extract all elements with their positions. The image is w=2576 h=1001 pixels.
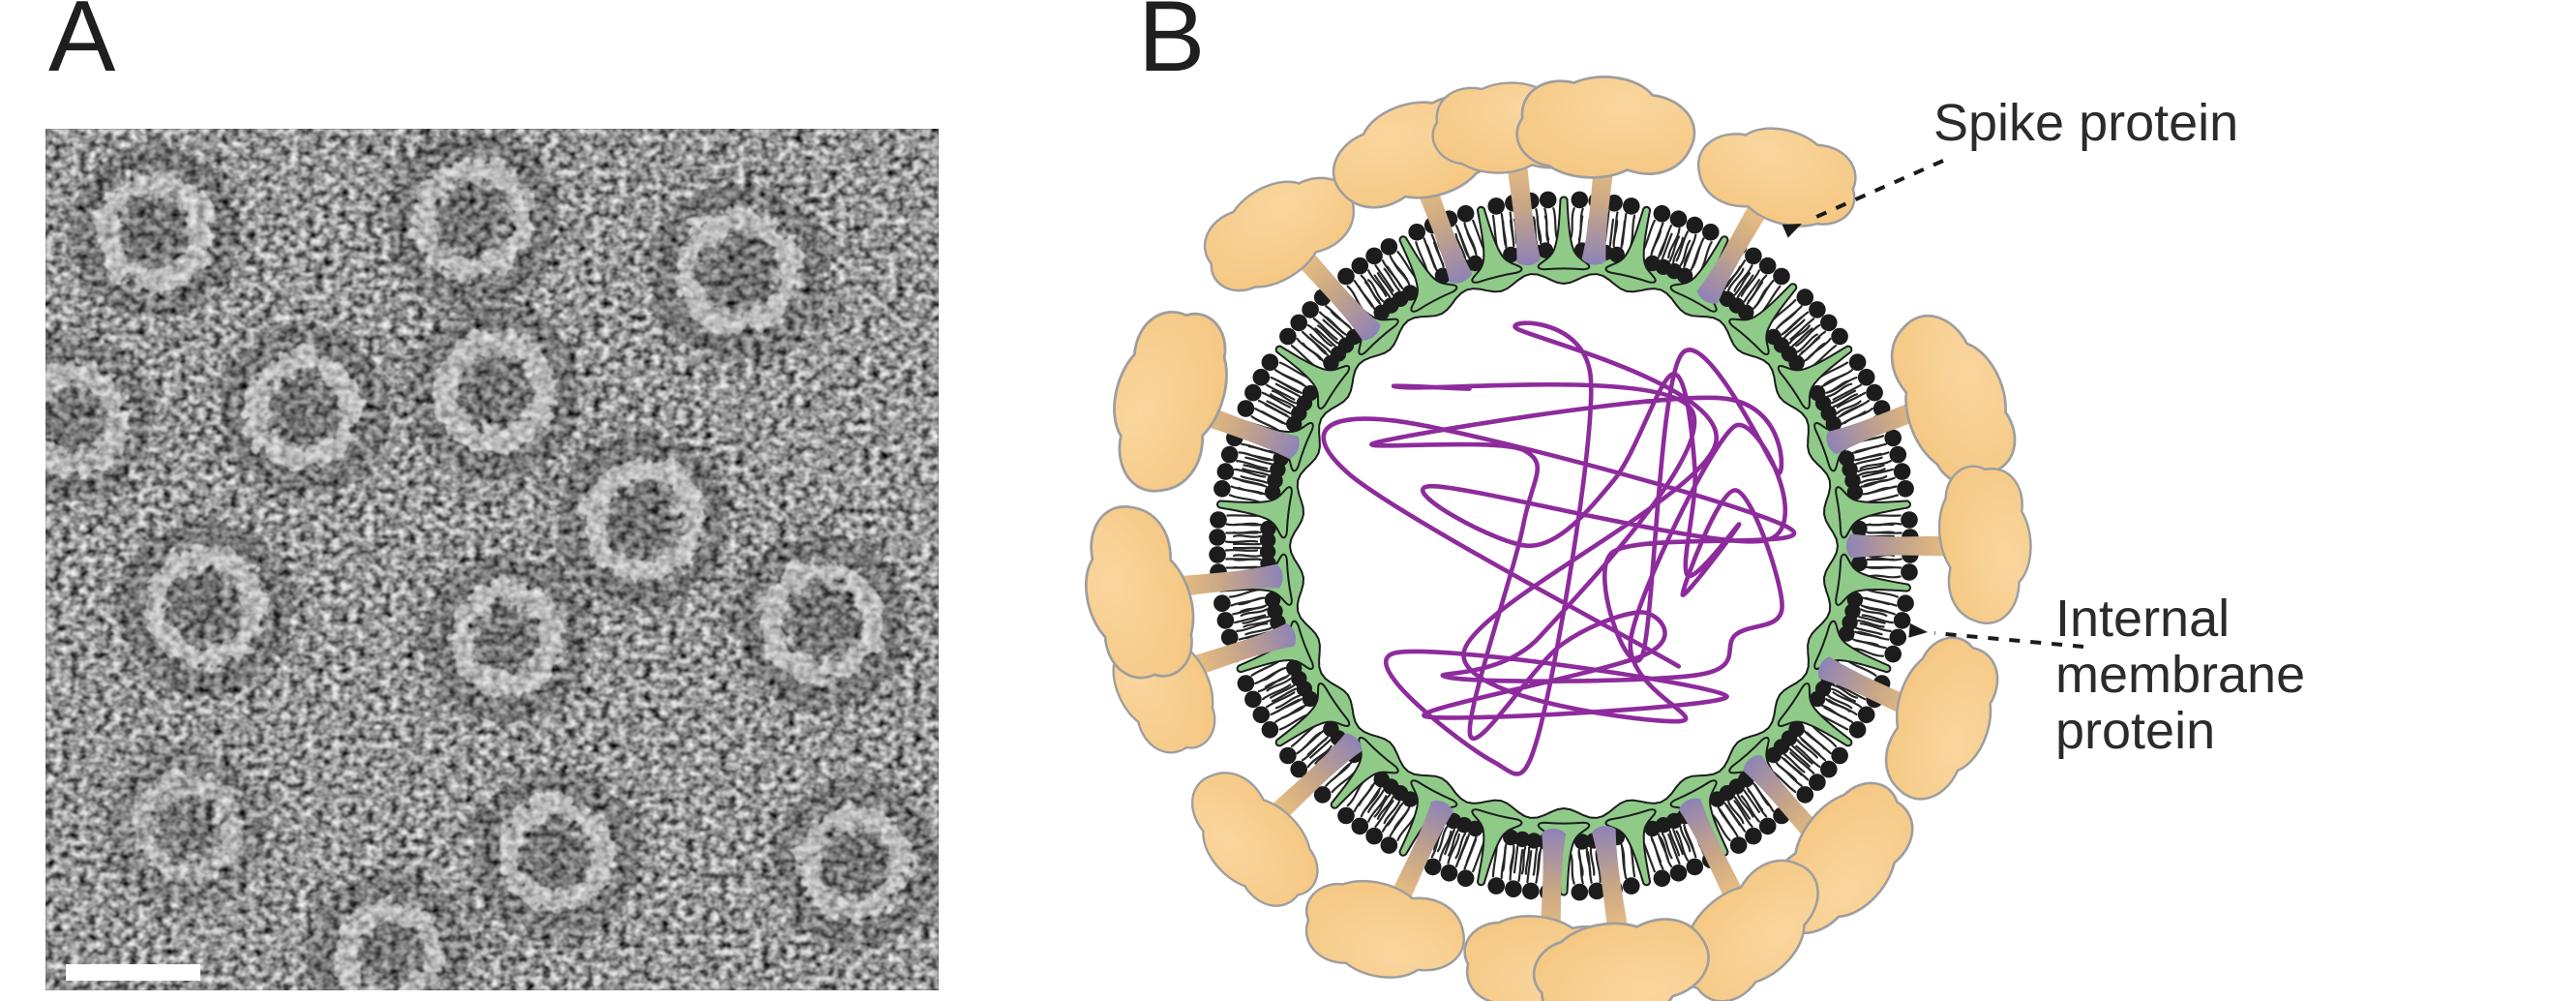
internal-membrane-protein-shape bbox=[1777, 682, 1853, 747]
panel-label-a: A bbox=[48, 0, 116, 93]
virus-schematic bbox=[1085, 76, 2084, 1001]
panel-b-virus-schematic bbox=[1064, 0, 2576, 1001]
internal-membrane-protein-shape bbox=[1604, 808, 1657, 887]
spike-protein-shape bbox=[1818, 636, 1999, 801]
internal-membrane-protein-shape bbox=[1537, 196, 1591, 271]
spike-protein-shape bbox=[1515, 76, 1696, 265]
spike-protein-shape bbox=[1191, 733, 1363, 907]
internal-membrane-protein-shape bbox=[1398, 235, 1458, 313]
internal-membrane-protein-shape bbox=[1471, 205, 1523, 284]
spike-protein-shape bbox=[1113, 310, 1300, 493]
internal-membrane-protein-shape bbox=[1835, 553, 1911, 606]
internal-membrane-protein-label: Internal membrane protein bbox=[2055, 590, 2306, 760]
internal-membrane-protein-shape bbox=[1471, 808, 1523, 887]
spike-protein-arrow bbox=[1807, 159, 1944, 223]
internal-membrane-protein-shape bbox=[1835, 486, 1911, 539]
spike-protein-shape bbox=[1304, 801, 1466, 979]
em-noise-overlay bbox=[45, 129, 939, 990]
arrowhead-icon bbox=[1782, 224, 1802, 238]
spike-proteins bbox=[1085, 76, 2032, 1001]
internal-membrane-protein-shape bbox=[1274, 682, 1351, 747]
panel-label-b: B bbox=[1138, 0, 1206, 93]
internal-membrane-protein-shape bbox=[1274, 345, 1351, 410]
spike-protein-shape bbox=[1826, 314, 2017, 486]
spike-protein-label: Spike protein bbox=[1933, 94, 2239, 152]
em-image bbox=[45, 129, 939, 990]
internal-membrane-protein-shape bbox=[1604, 205, 1657, 284]
genome bbox=[1321, 320, 1796, 776]
internal-membrane-protein-shape bbox=[1728, 283, 1798, 355]
internal-membrane-protein-shape bbox=[1216, 486, 1293, 539]
scale-bar bbox=[66, 964, 200, 981]
lipid-tails bbox=[1224, 207, 1903, 885]
spike-protein-shape bbox=[1696, 127, 1857, 304]
lipid-heads bbox=[1209, 191, 1919, 901]
internal-membrane-protein-shape bbox=[1330, 737, 1399, 809]
spike-protein-shape bbox=[1203, 176, 1381, 341]
spike-protein-shape bbox=[1676, 798, 1819, 1001]
spike-protein-shape bbox=[1532, 826, 1710, 1001]
spike-protein-shape bbox=[1846, 465, 2032, 624]
spike-protein-shape bbox=[1085, 505, 1283, 680]
internal-membrane-protein-shape bbox=[1777, 345, 1853, 410]
panel-a-micrograph bbox=[45, 129, 939, 990]
internal-membrane-protein-arrow bbox=[1933, 631, 2084, 649]
arrowhead-icon bbox=[1908, 622, 1928, 638]
